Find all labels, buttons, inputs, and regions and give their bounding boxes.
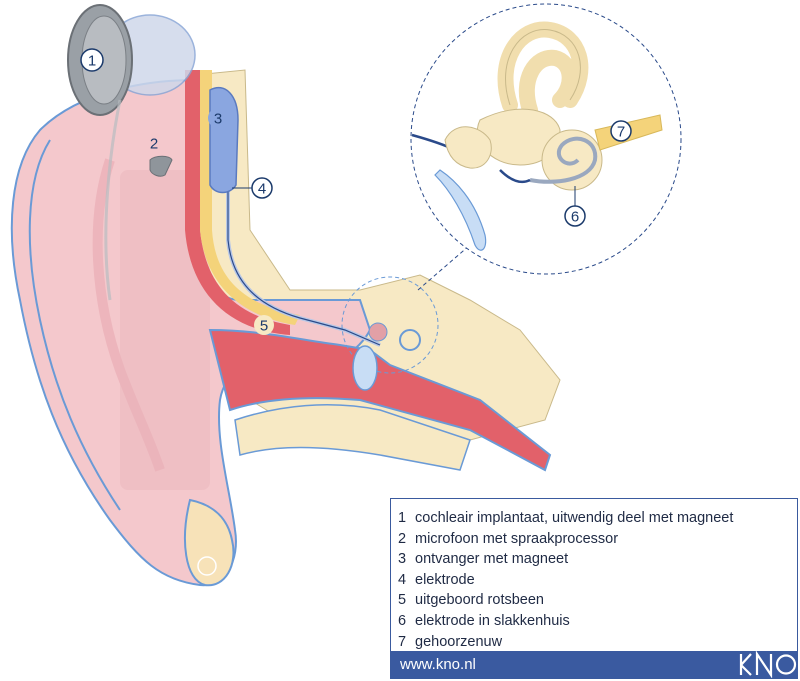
website-link[interactable]: www.kno.nl (400, 656, 476, 673)
cochlea-electrode (529, 136, 598, 184)
legend-number: 4 (398, 571, 407, 588)
eardrum (352, 345, 378, 391)
processor-cable (104, 99, 122, 301)
legend-item: 3 ontvanger met magneet (398, 549, 797, 570)
marker-3: 3 (208, 108, 228, 128)
marker-6: 6 (564, 186, 586, 227)
legend-number: 3 (398, 551, 407, 568)
legend-list: 1 cochleair implantaat, uitwendig deel me… (391, 499, 797, 652)
marker-7: 7 (610, 120, 632, 142)
implanted-receiver (209, 87, 239, 194)
legend-footer-bar: www.kno.nl (391, 651, 797, 678)
semicircular-canals-outline (505, 29, 581, 106)
scalp-layer (185, 70, 290, 335)
legend-number: 5 (398, 592, 407, 609)
zoom-connector (417, 244, 471, 291)
svg-text:6: 6 (571, 209, 579, 226)
antihelix (92, 158, 165, 472)
svg-text:5: 5 (260, 318, 268, 335)
legend-text: elektrode in slakkenhuis (415, 612, 570, 629)
canal-bone (234, 404, 471, 471)
legend-item: 6 elektrode in slakkenhuis (398, 611, 797, 632)
legend-text: elektrode (415, 571, 475, 588)
inner-ear-detail (411, 21, 663, 251)
legend-item: 4 elektrode (398, 570, 797, 591)
legend-text: ontvanger met magneet (415, 551, 569, 568)
mini-ossicle (368, 322, 388, 342)
legend-number: 2 (398, 530, 407, 547)
marker-4: 4 (232, 177, 273, 199)
legend-text: uitgeboord rotsbeen (415, 592, 544, 609)
svg-text:2: 2 (150, 136, 158, 153)
cochlea (541, 129, 603, 191)
legend-number: 1 (398, 510, 407, 526)
helix-rim (28, 139, 121, 511)
legend-box: 1 cochleair implantaat, uitwendig deel me… (390, 498, 798, 679)
earlobe (184, 498, 235, 587)
electrode-core (227, 150, 381, 346)
marker-1: 1 (80, 48, 104, 72)
concha-shadow (120, 170, 210, 490)
marker-2: 2 (144, 133, 164, 153)
legend-item: 5 uitgeboord rotsbeen (398, 590, 797, 611)
speech-processor (149, 155, 173, 177)
legend-text: cochleair implantaat, uitwendig deel met… (415, 510, 734, 526)
kno-logo (739, 651, 797, 678)
legend-item: 1 cochleair implantaat, uitwendig deel me… (398, 508, 797, 529)
mini-cochlea (399, 329, 421, 351)
eardrum-magnified (434, 169, 487, 251)
svg-text:7: 7 (617, 124, 625, 141)
legend-number: 6 (398, 612, 407, 629)
legend-number: 7 (398, 633, 407, 650)
ossicles (444, 126, 492, 169)
svg-text:1: 1 (88, 53, 96, 70)
middle-ear-region (341, 276, 439, 374)
legend-text: gehoorzenuw (415, 633, 503, 650)
earlobe-mark (197, 556, 217, 576)
legend-text: microfoon met spraakprocessor (415, 530, 619, 547)
legend-item: 7 gehoorzenuw (398, 632, 797, 653)
marker-5: 5 (254, 315, 274, 335)
svg-text:3: 3 (214, 111, 222, 128)
svg-text:4: 4 (258, 181, 266, 198)
legend-item: 2 microfoon met spraakprocessor (398, 529, 797, 550)
